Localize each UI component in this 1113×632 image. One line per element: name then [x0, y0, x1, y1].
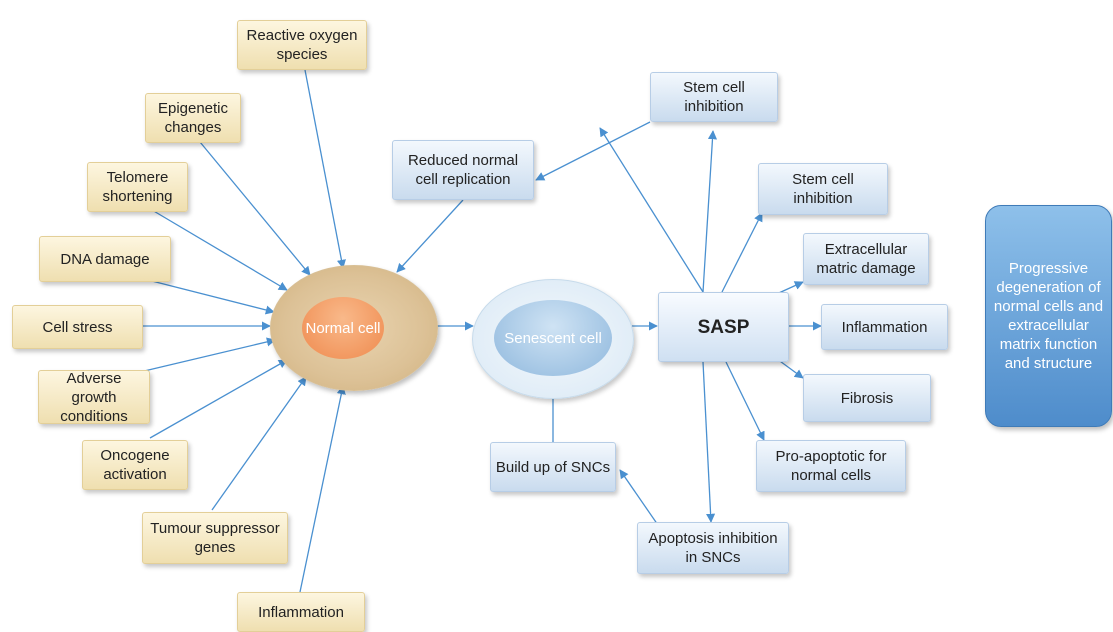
- arrow-sasp-to-stem-right: [721, 212, 763, 293]
- cause-telomere-shortening: Telomere shortening: [87, 162, 188, 212]
- cause-label: Telomere shortening: [102, 169, 173, 205]
- cause-label: Oncogene activation: [100, 447, 170, 483]
- senescent-cell: Senescent cell: [494, 300, 612, 376]
- cause-label: Cell stress: [42, 318, 113, 336]
- effect-label: Apoptosis inhibition in SNCs: [648, 530, 778, 566]
- normal-cell-label: Normal cell: [305, 319, 381, 337]
- effect-extracellular-matric-damage: Extracellular matric damage: [803, 233, 929, 285]
- cause-dna-damage: DNA damage: [39, 236, 171, 282]
- arrow-telomere-to-normal: [151, 209, 288, 291]
- cause-tumour-suppressor-genes: Tumour suppressor genes: [142, 512, 288, 564]
- cause-label: Inflammation: [258, 603, 344, 621]
- cause-label: Epigenetic changes: [157, 100, 229, 136]
- arrow-apoptosis-inhibition-to-buildup: [619, 469, 661, 529]
- cause-label: DNA damage: [60, 250, 150, 268]
- sasp-label: SASP: [697, 316, 750, 338]
- cause-epigenetic-changes: Epigenetic changes: [145, 93, 241, 143]
- effect-build-up-of-sncs: Build up of SNCs: [490, 442, 616, 492]
- effect-label: Reduced normal cell replication: [407, 152, 519, 188]
- arrow-oncogene-to-normal: [149, 359, 288, 439]
- cause-reactive-oxygen-species: Reactive oxygen species: [237, 20, 367, 70]
- cause-cell-stress: Cell stress: [12, 305, 143, 349]
- arrow-inflammation-to-normal: [299, 385, 346, 593]
- cause-label: Adverse growth conditions: [60, 369, 128, 425]
- cause-label: Tumour suppressor genes: [150, 520, 280, 556]
- outcome-label: Progressive degeneration of normal cells…: [993, 260, 1104, 372]
- effect-label: Fibrosis: [840, 389, 894, 407]
- arrow-sasp-to-apoptosis-inhibition: [702, 361, 716, 523]
- arrow-adverse-to-normal: [139, 337, 276, 373]
- effect-label: Pro-apoptotic for normal cells: [775, 448, 887, 484]
- senescent-cell-label: Senescent cell: [504, 329, 602, 347]
- cause-adverse-growth-conditions: Adverse growth conditions: [38, 369, 150, 425]
- effect-label: Inflammation: [841, 318, 928, 336]
- effect-apoptosis-inhibition-in-sncs: Apoptosis inhibition in SNCs: [637, 522, 789, 574]
- normal-cell: Normal cell: [302, 297, 384, 359]
- arrow-stem-top-to-reduced: [535, 121, 651, 181]
- cause-inflammation: Inflammation: [237, 592, 365, 632]
- outcome-progressive-degeneration: Progressive degeneration of normal cells…: [985, 205, 1112, 427]
- effect-label: Stem cell inhibition: [792, 171, 854, 207]
- effect-pro-apoptotic-for-normal-cells: Pro-apoptotic for normal cells: [756, 440, 906, 492]
- effect-label: Build up of SNCs: [495, 458, 611, 476]
- effect-label: Stem cell inhibition: [683, 79, 745, 115]
- effect-reduced-normal-cell-replication: Reduced normal cell replication: [392, 140, 534, 200]
- arrow-ros-to-normal: [304, 69, 346, 269]
- arrow-sasp-to-pro-apoptotic: [725, 361, 765, 441]
- arrow-sasp-to-reduced: [599, 127, 704, 293]
- effect-label: Extracellular matric damage: [816, 241, 916, 277]
- arrow-tumour-to-normal: [211, 376, 307, 511]
- effect-fibrosis: Fibrosis: [803, 374, 931, 422]
- effect-stem-cell-inhibition-top: Stem cell inhibition: [650, 72, 778, 122]
- arrow-dna-to-normal: [139, 277, 275, 315]
- cause-label: Reactive oxygen species: [246, 27, 358, 63]
- effect-stem-cell-inhibition-right: Stem cell inhibition: [758, 163, 888, 215]
- effect-inflammation: Inflammation: [821, 304, 948, 350]
- arrow-sasp-to-stem-top: [702, 130, 718, 293]
- cause-oncogene-activation: Oncogene activation: [82, 440, 188, 490]
- sasp-box: SASP: [658, 292, 789, 362]
- arrow-reduced-to-normal: [396, 199, 464, 273]
- arrow-epigenetic-to-normal: [199, 141, 311, 276]
